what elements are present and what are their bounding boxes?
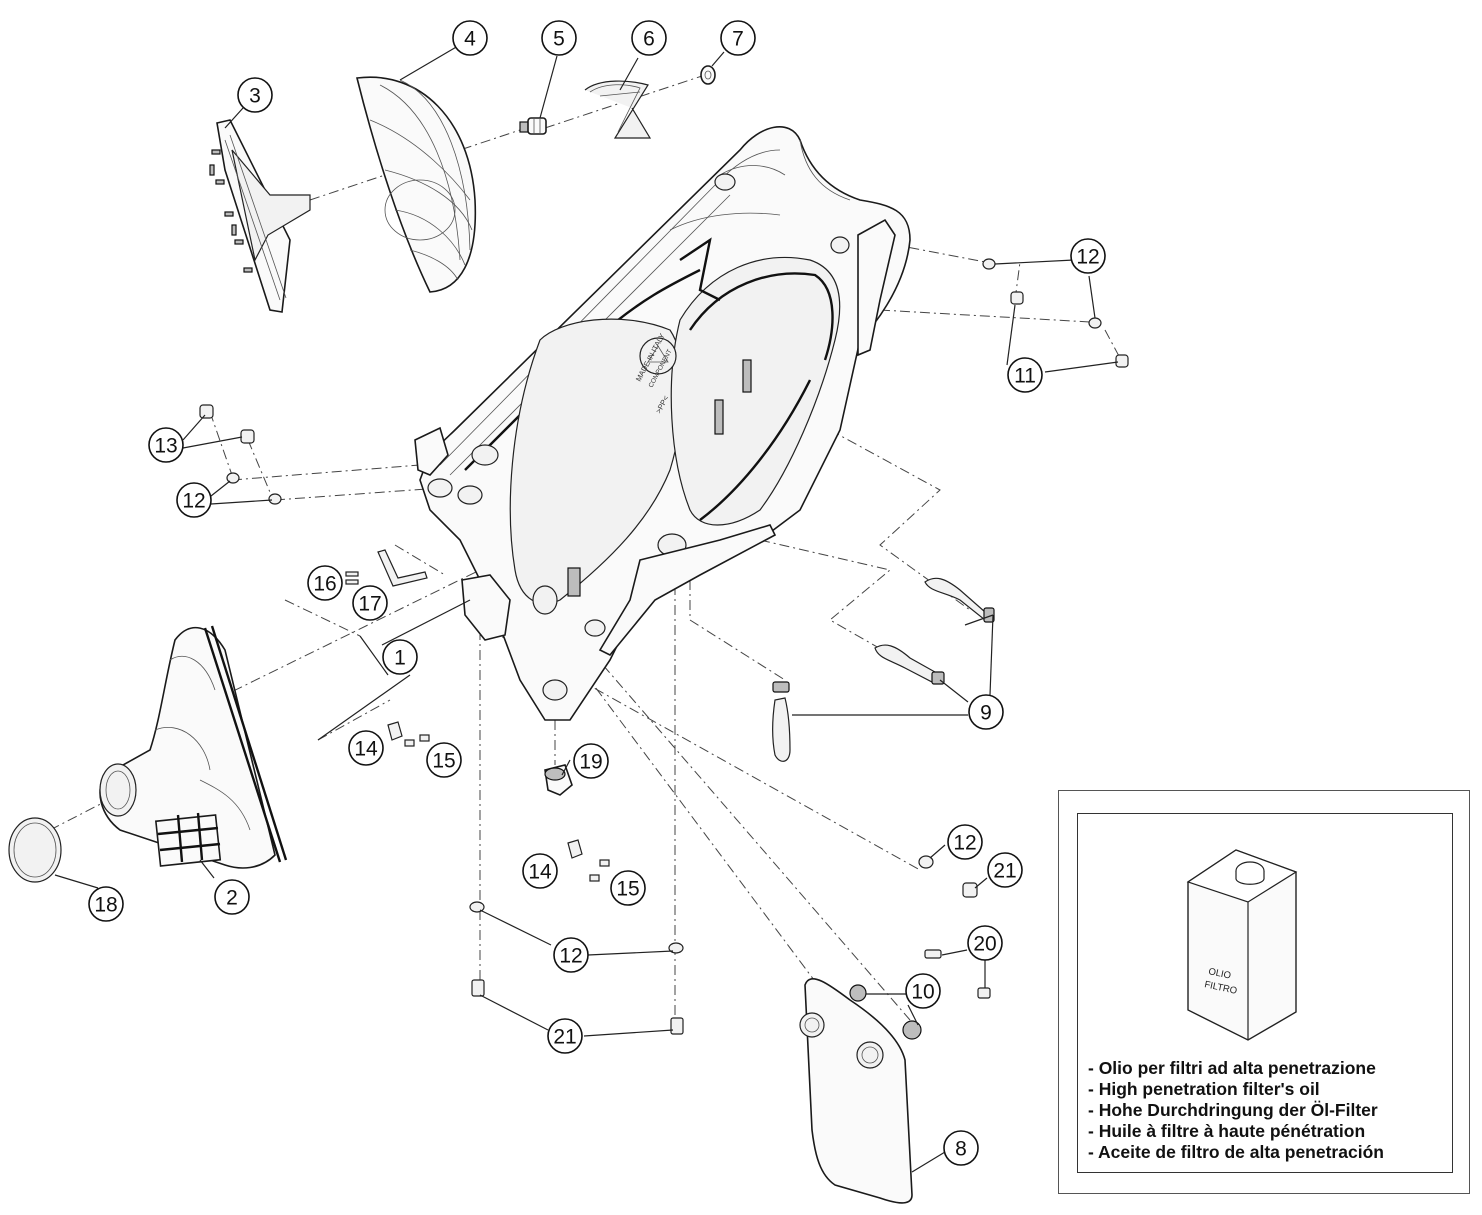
callout-15-upper: 15 (426, 742, 462, 778)
callout-14-lower: 14 (522, 853, 558, 889)
callout-label: 12 (953, 832, 976, 855)
grommet-part-19 (544, 764, 573, 796)
callout-label: 12 (559, 945, 582, 968)
leader-lines (54, 45, 1119, 1173)
callout-label: 15 (432, 750, 455, 773)
callout-label: 6 (643, 28, 655, 51)
callout-label: 1 (394, 647, 406, 670)
callout-12-left: 12 (176, 482, 212, 518)
callout-21-bottom: 21 (547, 1018, 583, 1054)
small-hardware (199, 258, 1129, 1040)
callout-13: 13 (148, 427, 184, 463)
callout-label: 10 (911, 981, 934, 1004)
callout-10: 10 (905, 973, 941, 1009)
callout-label: 2 (226, 887, 238, 910)
callout-label: 12 (182, 490, 205, 513)
oil-description-spanish: - Aceite de filtro de alta penetración (1088, 1142, 1384, 1162)
callout-label: 3 (249, 85, 261, 108)
callout-label: 15 (616, 878, 639, 901)
callout-8: 8 (943, 1130, 979, 1166)
callout-label: 21 (993, 860, 1016, 883)
callout-2: 2 (214, 879, 250, 915)
callout-12-right: 12 (947, 824, 983, 860)
callout-16: 16 (307, 565, 343, 601)
callout-7: 7 (720, 20, 756, 56)
screw-part-5 (519, 117, 547, 135)
airbox-part: MADE IN ITALY COMPONENT >PP< (414, 126, 911, 721)
callout-label: 19 (579, 751, 602, 774)
callout-label: 4 (464, 28, 476, 51)
callout-9: 9 (968, 694, 1004, 730)
oil-can-label-line1: OLIO (1207, 966, 1231, 981)
spring-clip-part (584, 80, 652, 139)
filter-oil-info-inner: OLIO FILTRO - Olio per filtri ad alta pe… (1077, 813, 1453, 1173)
callout-20: 20 (967, 925, 1003, 961)
callout-12-bottom: 12 (553, 937, 589, 973)
callout-label: 14 (354, 738, 378, 761)
callout-15-lower: 15 (610, 870, 646, 906)
grid-panel (154, 812, 222, 867)
oil-description-french: - Huile à filtre à haute pénétration (1088, 1121, 1366, 1141)
callout-4: 4 (452, 20, 488, 56)
strap-parts-9 (772, 577, 995, 762)
mud-flap-part (799, 978, 913, 1204)
air-filter-part (356, 76, 477, 293)
callout-21-right: 21 (987, 852, 1023, 888)
callout-17: 17 (352, 585, 388, 621)
filter-cage-part (209, 119, 311, 313)
callout-label: 17 (358, 593, 381, 616)
callout-11: 11 (1007, 357, 1043, 393)
callout-label: 16 (313, 573, 336, 596)
oil-description-list: - Olio per filtri ad alta penetrazione -… (1088, 1058, 1384, 1163)
callout-1: 1 (382, 639, 418, 675)
callout-label: 12 (1076, 246, 1099, 269)
callout-label: 5 (553, 28, 565, 51)
callout-label: 7 (732, 28, 744, 51)
callout-5: 5 (541, 20, 577, 56)
callout-label: 11 (1014, 365, 1036, 388)
washer-part-7 (700, 65, 716, 85)
callout-3: 3 (237, 77, 273, 113)
filter-oil-info-box: OLIO FILTRO - Olio per filtri ad alta pe… (1058, 790, 1470, 1194)
oil-description-german: - Hohe Durchdringung der Öl-Filter (1088, 1100, 1378, 1120)
clamp-part (8, 817, 62, 883)
callout-6: 6 (631, 20, 667, 56)
oil-description-italian: - Olio per filtri ad alta penetrazione (1088, 1058, 1376, 1078)
callout-19: 19 (573, 743, 609, 779)
callout-14-upper: 14 (348, 730, 384, 766)
intake-boot-part (99, 625, 288, 869)
oil-can-icon: OLIO FILTRO (1186, 849, 1298, 1041)
callout-label: 9 (980, 702, 992, 725)
callout-label: 20 (973, 933, 996, 956)
callout-label: 8 (955, 1138, 967, 1161)
callout-label: 18 (94, 894, 117, 917)
oil-description-english: - High penetration filter's oil (1088, 1079, 1320, 1099)
callout-label: 21 (553, 1026, 576, 1049)
callout-label: 13 (154, 435, 177, 458)
callout-label: 14 (528, 861, 552, 884)
callout-18: 18 (88, 886, 124, 922)
callout-12-top-right: 12 (1070, 238, 1106, 274)
